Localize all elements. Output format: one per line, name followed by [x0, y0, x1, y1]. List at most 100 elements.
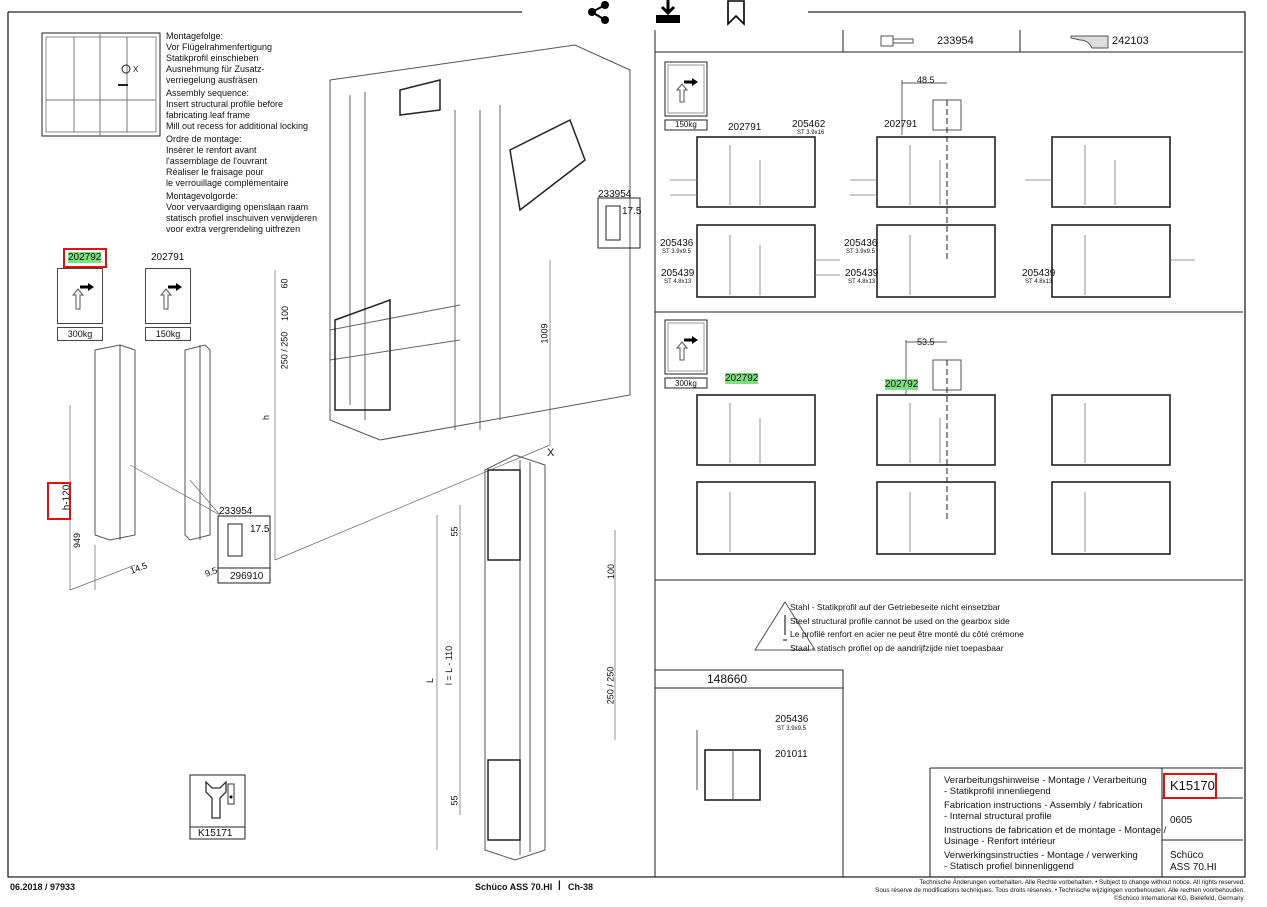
instr-nl-title: Montagevolgorde:: [166, 191, 239, 201]
instr-fr-title: Ordre de montage:: [166, 134, 242, 144]
dim-h: h: [261, 414, 272, 421]
instr-line: le verrouillage complémentaire: [166, 178, 289, 188]
profile-202792-label: 202792: [725, 373, 759, 384]
dim-55-bottom: 55: [449, 795, 460, 806]
download-button[interactable]: [655, 0, 681, 26]
legal-line: Technische Änderungen vorbehalten. Alle …: [919, 879, 1245, 886]
warning-text: Stahl - Statikprofil auf der Getriebesei…: [790, 601, 1024, 655]
opening-direction-icon: [57, 268, 103, 324]
bookmark-icon: [727, 0, 745, 26]
profile-section-icon: [1070, 35, 1109, 49]
dim-l-L-110: l = L - 110: [444, 645, 455, 686]
x-marker: X: [547, 447, 555, 459]
tool-296910-label: 296910: [230, 571, 264, 582]
warning-line: Le profilé renfort en acier ne peut être…: [790, 629, 1024, 639]
instr-de-title: Montagefolge:: [166, 31, 224, 41]
weight-150kg: 150kg: [145, 327, 191, 341]
footer-legal: Technische Änderungen vorbehalten. Alle …: [875, 879, 1245, 903]
header-screw-233954: 233954: [937, 35, 974, 47]
warning-line: Steel structural profile cannot be used …: [790, 615, 1010, 626]
revision-date: 0605: [1170, 815, 1193, 826]
assembly-instructions: Montagefolge: Vor Flügelrahmenfertigung …: [166, 31, 317, 235]
instr-line: verriegelung ausfräsen: [166, 75, 258, 85]
opening-direction-icon: [145, 268, 191, 324]
weight-150kg: 150kg: [675, 120, 697, 129]
dim-17-5: 17.5: [622, 206, 642, 217]
screw-spec: ST 3.9x9.5: [777, 726, 806, 732]
instr-en-title: Assembly sequence:: [166, 88, 250, 98]
dim-53-5: 53.5: [917, 337, 935, 347]
screw-spec: ST 4.8x13: [848, 279, 876, 285]
dim-55-top: 55: [449, 526, 460, 537]
tool-ref-k15171: K15171: [198, 828, 233, 839]
title-fr: Usinage - Renfort intérieur: [944, 836, 1056, 847]
instr-line: l'assemblage de l'ouvrant: [166, 156, 267, 166]
title-de: Verarbeitungshinweise - Montage / Verarb…: [944, 775, 1147, 786]
system-name: ASS 70.HI: [1170, 862, 1217, 873]
weight-300kg: 300kg: [675, 379, 697, 388]
footer-page: Ch-38: [568, 882, 594, 892]
dim-100: 100: [606, 563, 617, 580]
footer-separator: |: [558, 880, 561, 891]
wrench-icon: [205, 780, 235, 819]
highlight-box: [47, 482, 71, 520]
screw-icon: [880, 35, 914, 47]
title-nl: Verwerkingsinstructies - Montage / verwe…: [944, 850, 1138, 861]
dim-250-250: 250 / 250: [605, 666, 616, 705]
instr-line: Insert structural profile before: [166, 99, 284, 109]
instr-line: Réaliser le fraisage pour: [166, 167, 264, 177]
share-button[interactable]: [586, 0, 612, 26]
screw-spec: ST 3.9x9.5: [662, 249, 691, 255]
dim-48-5: 48.5: [917, 75, 935, 85]
profile-label: 202791: [728, 122, 762, 133]
title-de: - Statikprofil innenliegend: [944, 786, 1051, 797]
profile-202792-label: 202792: [68, 252, 102, 263]
screw-label: 205462: [792, 119, 826, 130]
legal-line: ©Schüco International KG, Bielefeld, Ger…: [1113, 895, 1245, 902]
opening-direction-icon: [675, 78, 698, 103]
title-nl: - Statisch profiel binnenliggend: [944, 861, 1074, 872]
screw-spec: ST 4.8x13: [664, 279, 692, 285]
screw-label: 205439: [1022, 268, 1056, 279]
warning-line: Stahl - Statikprofil auf der Getriebesei…: [790, 602, 1001, 612]
screw-spec: ST 3.9x9.5: [846, 249, 875, 255]
share-icon: [588, 1, 609, 24]
title-en: - Internal structural profile: [944, 811, 1052, 822]
dim-949: 949: [72, 532, 83, 549]
instr-line: Voor vervaardiging openslaan raam: [166, 202, 309, 212]
weight-300kg: 300kg: [57, 327, 103, 341]
footer-doc-number: 06.2018 / 97933: [10, 882, 76, 892]
screw-233954-label: 233954: [598, 189, 632, 200]
title-fr: Instructions de fabrication et de montag…: [944, 825, 1167, 836]
instr-line: Ausnehmung für Zusatz-: [166, 64, 265, 74]
dim-L: L: [425, 677, 436, 684]
screw-label: 205439: [845, 268, 879, 279]
dim-17-5: 17.5: [250, 524, 270, 535]
header-part-242103: 242103: [1112, 35, 1149, 47]
instr-line: Statikprofil einschieben: [166, 53, 259, 63]
profile-202791-label: 202791: [151, 252, 185, 263]
instr-line: Vor Flügelrahmenfertigung: [166, 42, 273, 52]
screw-label: 205436: [660, 238, 694, 249]
screw-spec: ST 3.9x16: [797, 130, 825, 136]
title-block-text: Verarbeitungshinweise - Montage / Verarb…: [944, 775, 1166, 872]
bookmark-button[interactable]: [725, 0, 751, 26]
detail-title-148660: 148660: [707, 672, 748, 686]
document-code: K15170: [1170, 778, 1215, 793]
download-icon: [656, 0, 680, 23]
dim-1009: 1009: [539, 323, 550, 344]
screw-label: 205439: [661, 268, 695, 279]
footer-system: Schüco ASS 70.HI: [475, 882, 553, 892]
title-en: Fabrication instructions - Assembly / fa…: [944, 800, 1143, 811]
highlight-box: [1163, 773, 1217, 799]
screw-233954-label: 233954: [219, 506, 253, 517]
screw-label: 205436: [844, 238, 878, 249]
warning-line: Staal - statisch profiel op de aandrijfz…: [790, 642, 1004, 653]
opening-direction-icon: [675, 336, 698, 361]
screw-spec: ST 4.8x13: [1025, 279, 1053, 285]
instr-line: statisch profiel inschuiven verwijderen: [166, 213, 318, 223]
instr-line: fabricating leaf frame: [166, 110, 251, 120]
profile-label: 201011: [775, 749, 808, 760]
dim-60: 60: [279, 278, 290, 289]
